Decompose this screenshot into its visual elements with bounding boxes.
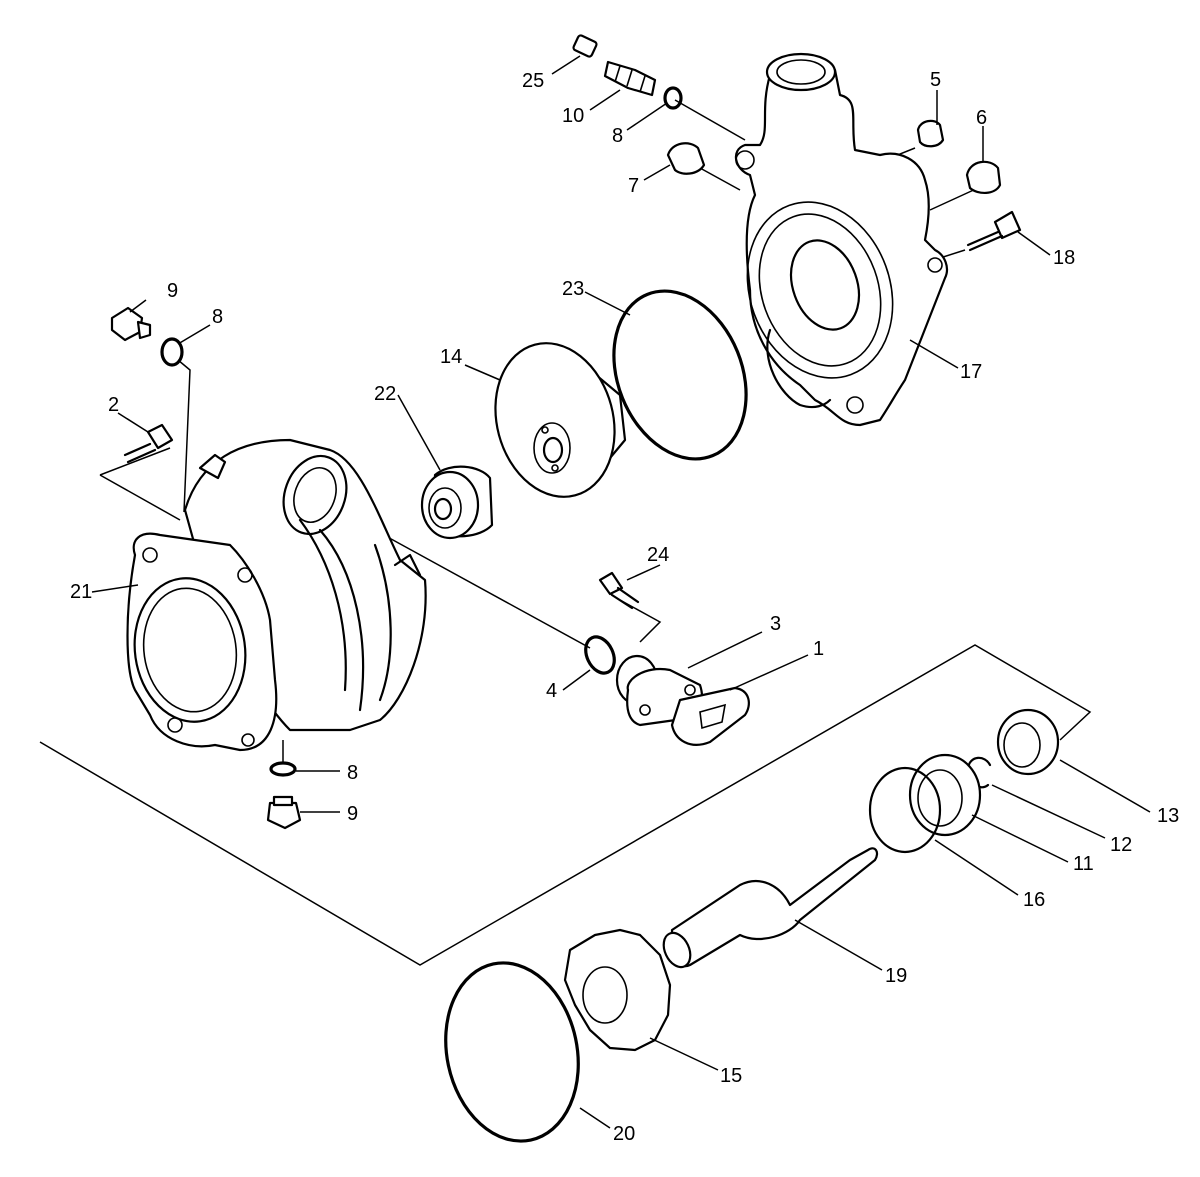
oring-part-8-top	[663, 86, 683, 110]
label-13: 13	[1157, 805, 1179, 827]
label-23: 23	[562, 278, 584, 300]
plug-part-7	[666, 142, 706, 175]
label-19: 19	[885, 965, 907, 987]
oring-part-4	[584, 635, 616, 675]
label-9-bottom: 9	[347, 803, 358, 825]
bearing-part-11	[908, 753, 982, 837]
label-21: 21	[70, 581, 92, 603]
label-11: 11	[1073, 853, 1094, 875]
label-16: 16	[1023, 889, 1045, 911]
oring-part-20	[444, 961, 580, 1143]
plug-part-25	[572, 34, 598, 58]
shaft-part-19	[662, 847, 879, 969]
fitting-part-10	[603, 60, 657, 97]
bolt-part-18	[966, 210, 1022, 252]
label-4: 4	[546, 680, 557, 702]
impeller-part-14	[494, 342, 627, 498]
label-1: 1	[813, 638, 824, 660]
label-12: 12	[1110, 834, 1132, 856]
bolt-part-2	[123, 423, 174, 464]
plug-part-9-bottom	[266, 795, 302, 830]
oring-part-8-left	[160, 337, 184, 367]
label-2: 2	[108, 394, 119, 416]
snap-ring-part-16	[868, 766, 942, 854]
label-8-top: 8	[612, 125, 623, 147]
seal-part-13	[996, 708, 1060, 776]
gear-part-15	[563, 928, 672, 1052]
bolt-part-24	[598, 571, 640, 610]
label-3: 3	[770, 613, 781, 635]
label-24: 24	[647, 544, 669, 566]
gasket-part-1	[670, 686, 750, 746]
pump-housing-part-21	[126, 438, 427, 752]
label-14: 14	[440, 346, 462, 368]
pump-cover-part-17	[734, 52, 949, 427]
label-17: 17	[960, 361, 982, 383]
label-20: 20	[613, 1123, 635, 1145]
plug-part-6	[965, 160, 1002, 194]
label-5: 5	[930, 69, 941, 91]
plug-part-5	[916, 119, 945, 148]
label-25: 25	[522, 70, 544, 92]
label-7: 7	[628, 175, 639, 197]
label-10: 10	[562, 105, 584, 127]
callout-leaders	[91, 55, 1151, 1129]
label-6: 6	[976, 107, 987, 129]
plug-part-9-top	[110, 306, 152, 342]
callout-labels: 25 10 8 5 6 7 18 23 9 8 14 17 22 2 24 21…	[70, 69, 1179, 1145]
oring-part-23	[612, 289, 748, 461]
label-8-bottom: 8	[347, 762, 358, 784]
seal-part-22	[420, 465, 494, 540]
label-18: 18	[1053, 247, 1075, 269]
label-8-left: 8	[212, 306, 223, 328]
label-15: 15	[720, 1065, 742, 1087]
label-9-top: 9	[167, 280, 178, 302]
oring-part-8-bottom	[269, 761, 297, 777]
label-22: 22	[374, 383, 396, 405]
